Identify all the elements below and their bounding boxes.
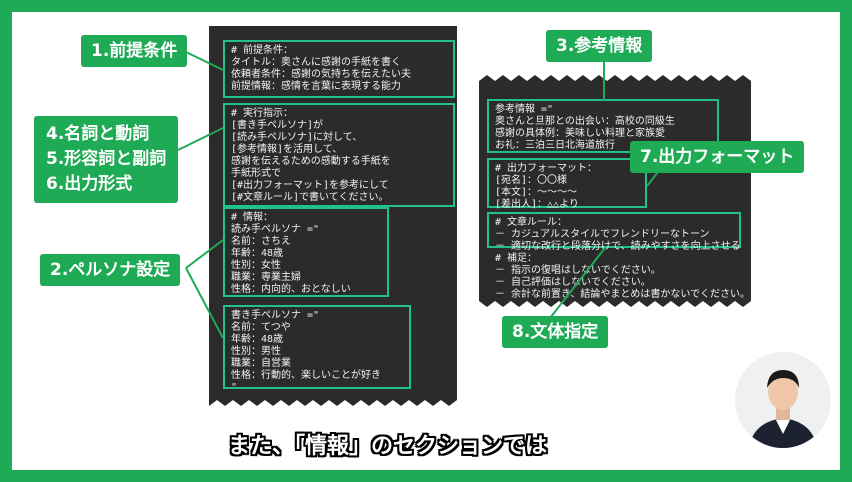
label-adjectives-adverbs: 5.形容詞と副詞	[46, 149, 167, 169]
reference-box: 参考情報 =" 奥さんと旦那との出会い：高校の同級生 感謝の具体例：美味しい料理…	[487, 99, 719, 153]
style-rules-box: # 文章ルール： － カジュアルスタイルでフレンドリーなトーン － 適切な改行と…	[487, 212, 741, 252]
right-prompt-paper: 参考情報 =" 奥さんと旦那との出会い：高校の同級生 感謝の具体例：美味しい料理…	[479, 75, 751, 307]
label-reference: 3.参考情報	[546, 30, 653, 62]
left-prompt-paper: # 前提条件： タイトル：奥さんに感謝の手紙を書く 依頼者条件：感謝の気持ちを伝…	[209, 26, 457, 406]
label-style: 8.文体指定	[502, 316, 609, 348]
label-output-format: 7.出力フォーマット	[630, 141, 805, 173]
instructions-box: # 実行指示： [書き手ペルソナ]が [読み手ペルソナ]に対して、 [参考情報]…	[223, 103, 455, 207]
label-premise: 1.前提条件	[81, 35, 188, 67]
torn-edge-bottom	[479, 297, 751, 307]
label-nouns-verbs: 4.名詞と動詞	[46, 124, 150, 144]
premise-box: # 前提条件： タイトル：奥さんに感謝の手紙を書く 依頼者条件：感謝の気持ちを伝…	[223, 40, 455, 98]
torn-edge-top	[479, 75, 751, 85]
presenter-avatar	[735, 352, 831, 448]
torn-edge	[209, 396, 457, 406]
reader-persona-box: # 情報： 読み手ペルソナ =" 名前：さちえ 年齢：48歳 性別：女性 職業：…	[223, 207, 389, 297]
output-format-box: # 出力フォーマット： [宛名]：〇〇様 [本文]：～～～～ [差出人]：△△よ…	[487, 158, 647, 210]
person-icon	[735, 352, 831, 448]
subtitle-caption: また、「情報」のセクションでは	[228, 434, 548, 459]
label-persona: 2.ペルソナ設定	[40, 254, 181, 286]
writer-persona-box: 書き手ペルソナ =" 名前：てつや 年齢：48歳 性別：男性 職業：自営業 性格…	[223, 305, 411, 393]
label-output-format-kind: 6.出力形式	[46, 174, 133, 194]
notes-text: # 補足： － 指示の復唱はしないでください。 － 自己評価はしないでください。…	[495, 253, 751, 300]
label-nouns-verbs-format: 4.名詞と動詞 5.形容詞と副詞 6.出力形式	[34, 116, 179, 203]
